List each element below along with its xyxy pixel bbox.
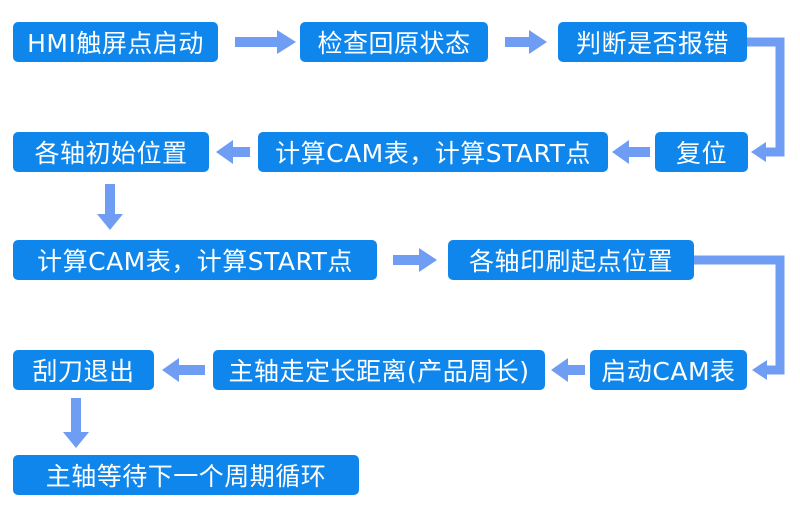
- arrow-left-startcam-to-spindle: [551, 358, 585, 382]
- flow-box-start-cam-table: 启动CAM表: [590, 350, 747, 390]
- arrow-down-axesinit-to-calccam2: [97, 184, 123, 230]
- arrow-right-check-to-judge: [505, 30, 547, 54]
- elbow-judge-to-reset: [747, 37, 785, 157]
- arrow-left-calccam1-to-axesinit: [216, 140, 250, 164]
- elbow-printstart-to-startcam-head: [752, 360, 767, 380]
- flow-box-axes-print-start-position: 各轴印刷起点位置: [448, 240, 694, 280]
- flow-box-judge-error: 判断是否报错: [558, 22, 747, 62]
- arrow-left-spindle-to-squeegee: [162, 358, 205, 382]
- flow-box-squeegee-retract: 刮刀退出: [13, 350, 154, 390]
- arrow-right-hmi-to-check: [235, 30, 296, 54]
- flow-box-spindle-wait-next-cycle: 主轴等待下一个周期循环: [13, 455, 359, 495]
- flow-box-axes-initial-position: 各轴初始位置: [13, 132, 209, 172]
- arrow-left-reset-to-calccam1: [612, 140, 650, 164]
- flow-box-spindle-fixed-distance: 主轴走定长距离(产品周长): [213, 350, 545, 390]
- arrow-down-squeegee-to-wait: [63, 398, 89, 448]
- flow-box-hmi-start: HMI触屏点启动: [13, 22, 218, 62]
- elbow-judge-to-reset-head: [751, 142, 766, 162]
- flow-box-calc-cam-start-1: 计算CAM表，计算START点: [258, 132, 608, 172]
- flow-box-calc-cam-start-2: 计算CAM表，计算START点: [13, 240, 377, 280]
- flow-box-check-home-status: 检查回原状态: [300, 22, 488, 62]
- arrow-right-calccam2-to-printstart: [393, 248, 437, 272]
- flow-box-reset: 复位: [655, 132, 748, 172]
